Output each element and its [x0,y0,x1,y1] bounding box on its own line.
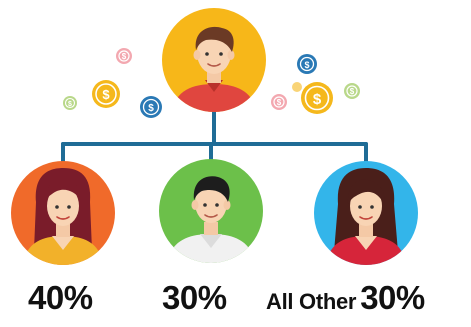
owner-avatar-icon [162,8,266,112]
dollar-coin-icon: $ [92,80,120,108]
share-prefix: All Other [266,289,357,314]
svg-text:$: $ [304,60,309,70]
svg-text:$: $ [148,103,154,114]
svg-text:$: $ [122,52,127,61]
share-percent: 40% [28,279,93,316]
svg-text:$: $ [277,98,282,107]
share-label-left: 40% [28,281,93,314]
dollar-coin-icon: $ [344,83,360,99]
connector-lines [61,110,368,164]
dollar-coin-icon: $ [140,96,162,118]
beneficiary-avatar-icon [159,159,263,263]
share-percent: 30% [360,279,425,316]
beneficiary-avatar-icon [11,161,115,265]
beneficiary-avatar-icon [314,161,418,265]
dollar-coin-icon: $ [297,54,317,74]
dollar-coin-icon [292,82,302,92]
coins-group: $ $ $ $ $ $ [63,48,360,118]
share-label-middle: 30% [162,281,227,314]
svg-text:$: $ [313,91,322,108]
dollar-coin-icon: $ [301,82,333,114]
share-percent: 30% [162,279,227,316]
dollar-coin-icon: $ [116,48,132,64]
svg-text:$: $ [102,87,110,102]
dollar-coin-icon: $ [63,96,77,110]
svg-text:$: $ [68,101,72,108]
svg-text:$: $ [350,87,355,96]
dollar-coin-icon: $ [271,94,287,110]
